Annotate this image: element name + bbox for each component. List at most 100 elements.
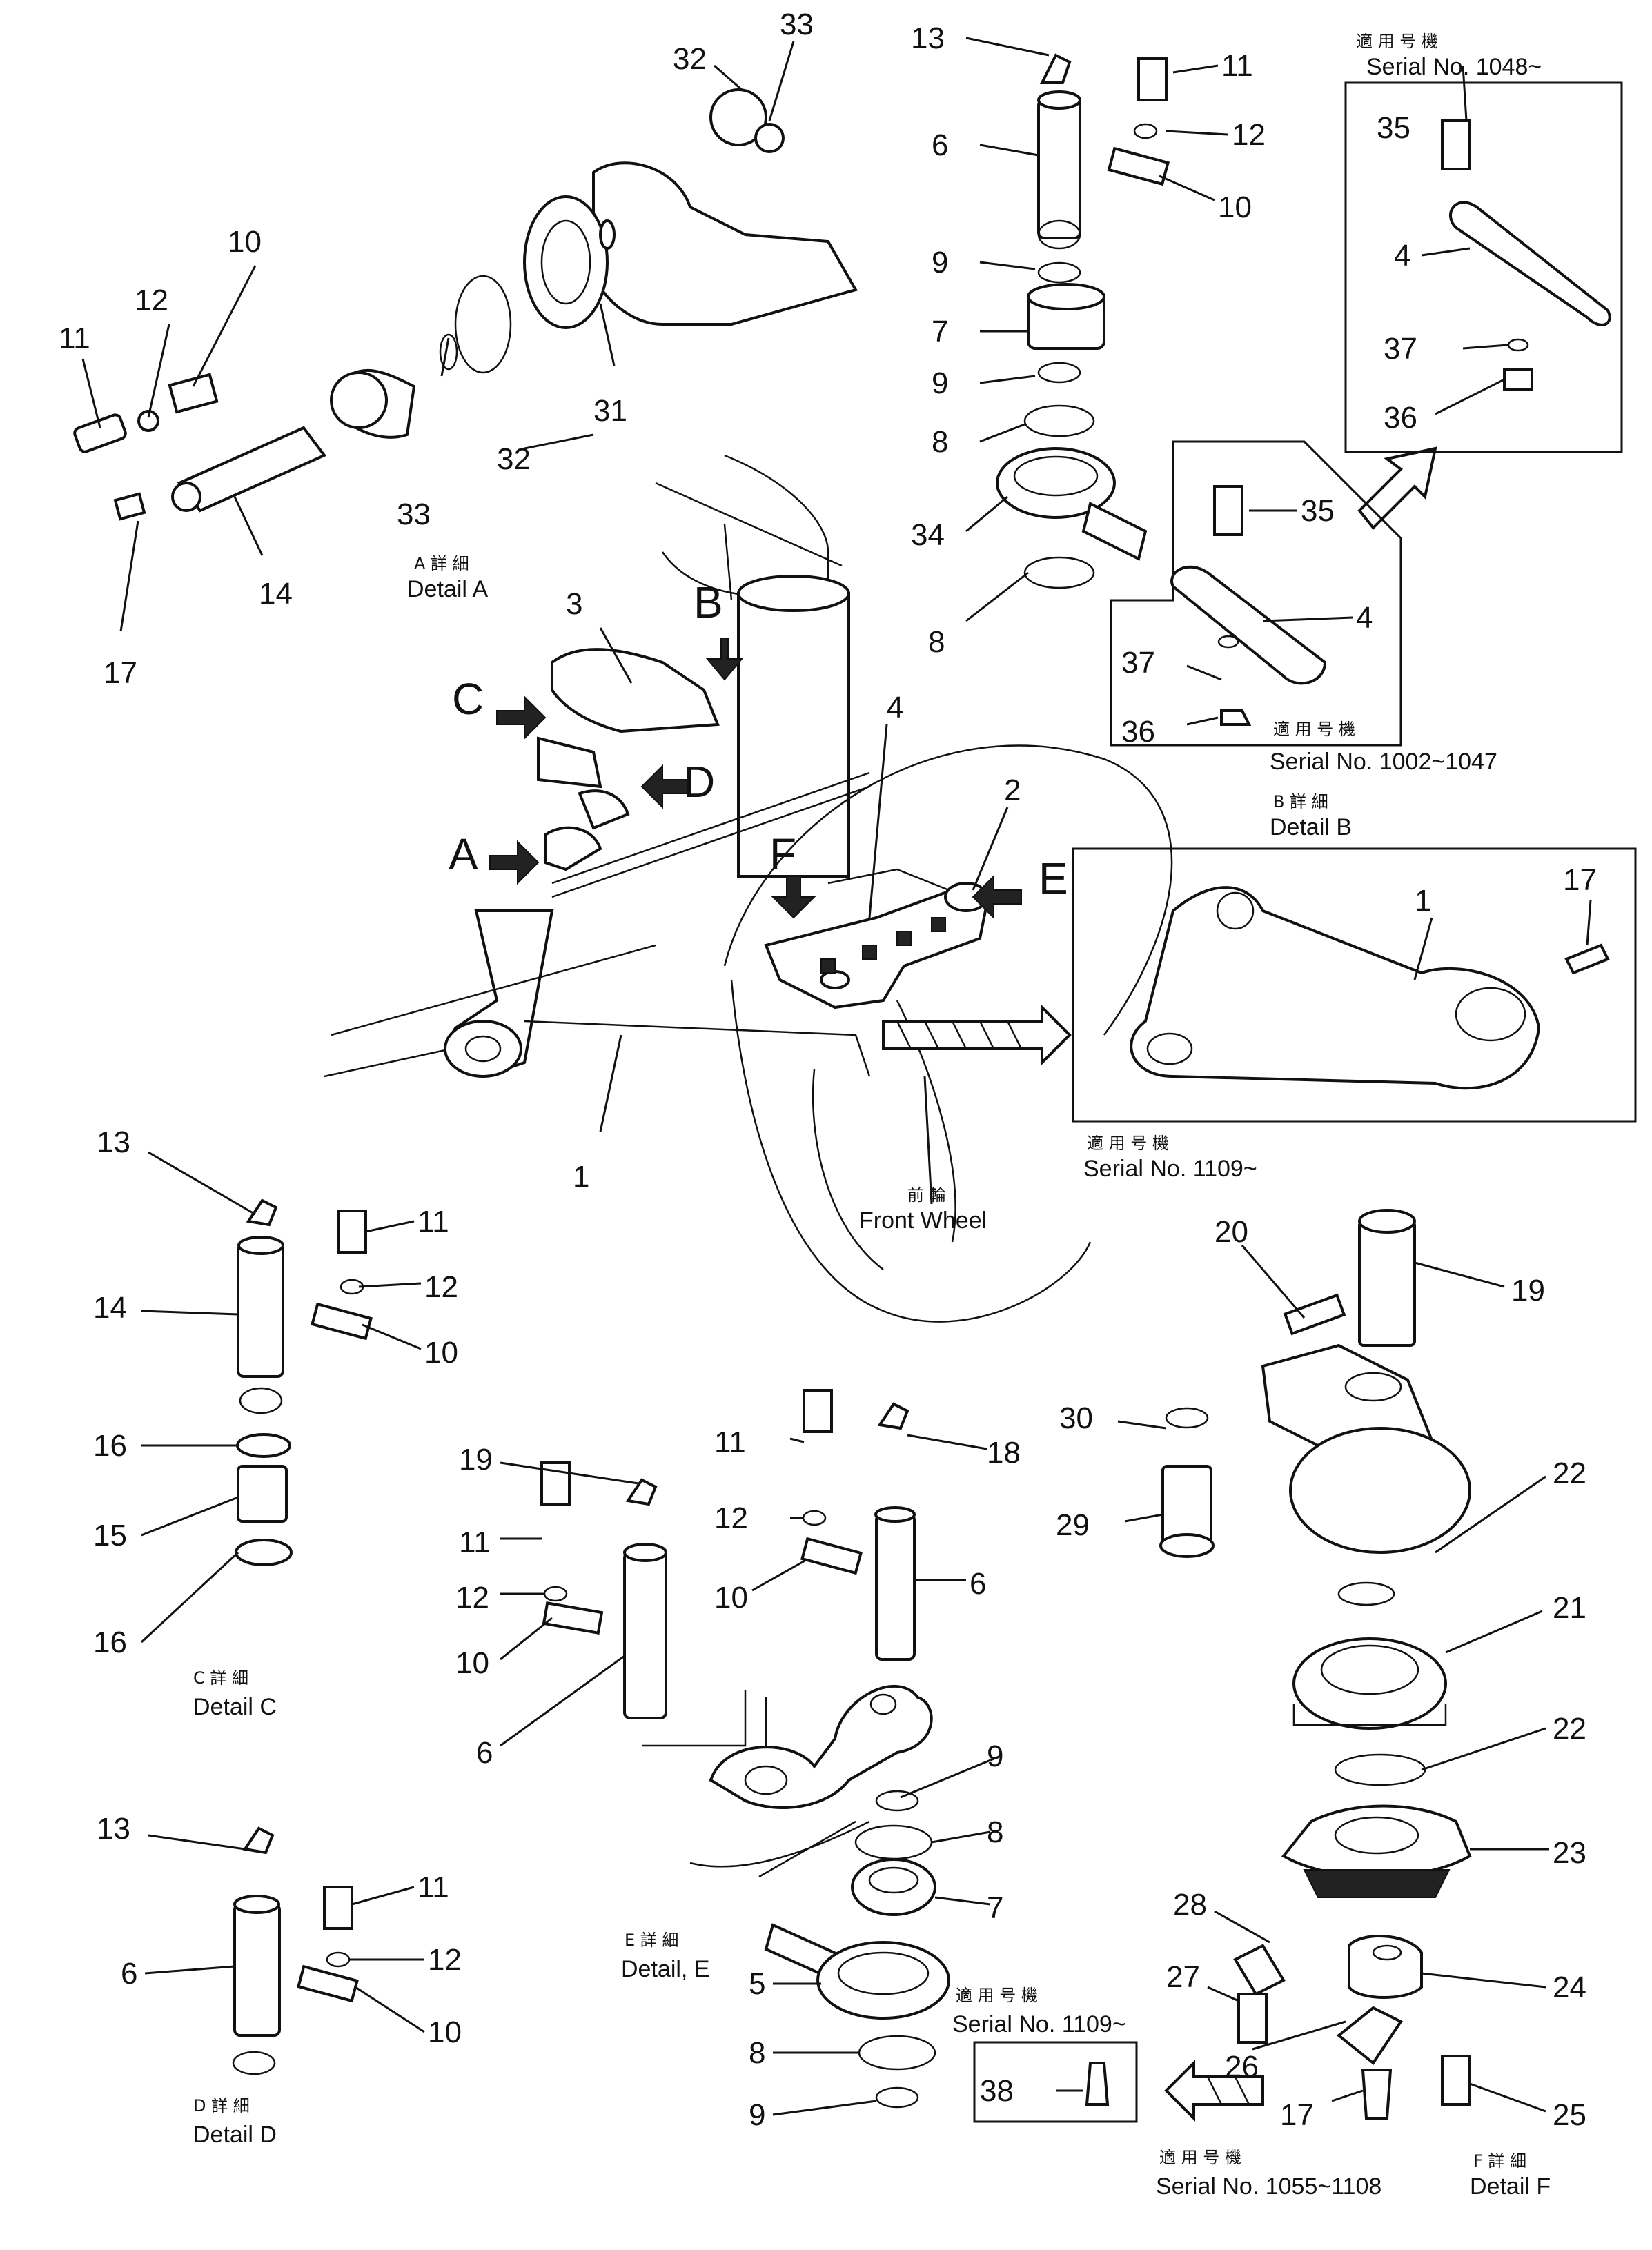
detail-b-jp: B 詳 細 xyxy=(1273,792,1328,811)
callout-19: 19 xyxy=(1511,1274,1545,1307)
detail-e-drawing xyxy=(540,1389,950,2109)
callout-34: 34 xyxy=(911,518,945,552)
callout-20: 20 xyxy=(1215,1215,1248,1249)
pin-stack-top xyxy=(996,53,1170,589)
callout-25: 25 xyxy=(1553,2098,1586,2132)
callout-11: 11 xyxy=(1221,49,1253,83)
callout-7: 7 xyxy=(932,315,948,348)
callout-5: 5 xyxy=(749,1967,765,2001)
serial-1002-jp: 適 用 号 機 xyxy=(1273,720,1355,739)
callout-21: 21 xyxy=(1553,1591,1586,1625)
callout-11: 11 xyxy=(59,322,90,355)
detail-a-en: Detail A xyxy=(407,576,488,602)
callout-16: 16 xyxy=(93,1626,127,1659)
arm-1109-box xyxy=(1072,847,1637,1123)
main-assembly-drawing xyxy=(324,454,1173,1323)
callout-10: 10 xyxy=(228,225,262,259)
callout-10: 10 xyxy=(428,2015,462,2049)
front-wheel-jp: 前 輪 xyxy=(907,1185,946,1205)
callout-15: 15 xyxy=(93,1519,127,1552)
callout-37: 37 xyxy=(1121,646,1155,680)
callout-6: 6 xyxy=(476,1736,493,1770)
callout-8: 8 xyxy=(987,1815,1003,1849)
callout-35: 35 xyxy=(1377,111,1410,145)
callout-11: 11 xyxy=(714,1425,746,1459)
callout-37: 37 xyxy=(1384,332,1417,366)
callout-14: 14 xyxy=(93,1291,127,1325)
serial-1109-arm-en: Serial No. 1109~ xyxy=(1083,1156,1257,1182)
callout-10: 10 xyxy=(455,1646,489,1680)
callout-23: 23 xyxy=(1553,1836,1586,1870)
callout-7: 7 xyxy=(987,1891,1003,1925)
captions: A 詳 細 Detail A 適 用 号 機 Serial No. 1048~ … xyxy=(193,32,1551,2200)
detail-d-drawing xyxy=(232,1826,359,2075)
callout-9: 9 xyxy=(987,1739,1003,1773)
callout-10: 10 xyxy=(714,1581,748,1615)
callout-13: 13 xyxy=(911,21,945,55)
callout-17: 17 xyxy=(1280,2098,1314,2132)
callout-32: 32 xyxy=(497,442,531,476)
callout-22: 22 xyxy=(1553,1457,1586,1490)
callout-36: 36 xyxy=(1121,715,1155,749)
callout-36: 36 xyxy=(1384,401,1417,435)
detail-f-en: Detail F xyxy=(1470,2173,1551,2200)
callout-35: 35 xyxy=(1301,494,1335,528)
callout-30: 30 xyxy=(1059,1401,1093,1435)
leader-lines xyxy=(81,37,1592,2116)
callout-38: 38 xyxy=(980,2074,1014,2108)
detail-c-en: Detail C xyxy=(193,1694,277,1720)
callout-12: 12 xyxy=(424,1270,458,1304)
callout-26: 26 xyxy=(1225,2050,1259,2084)
callout-8: 8 xyxy=(932,425,948,459)
serial-1048-jp: 適 用 号 機 xyxy=(1356,32,1438,51)
grease-fitting-1109-box xyxy=(973,2041,1138,2123)
serial-1109-arm-jp: 適 用 号 機 xyxy=(1087,1134,1169,1153)
callout-22: 22 xyxy=(1553,1712,1586,1746)
callout-9: 9 xyxy=(932,366,948,400)
callout-6: 6 xyxy=(970,1567,986,1601)
serial-1109-fitting-jp: 適 用 号 機 xyxy=(956,1986,1038,2005)
serial-1048-en: Serial No. 1048~ xyxy=(1366,54,1542,80)
callout-12: 12 xyxy=(428,1943,462,1977)
callout-16: 16 xyxy=(93,1429,127,1463)
callout-11: 11 xyxy=(417,1871,449,1904)
callout-33: 33 xyxy=(780,8,814,41)
callout-4: 4 xyxy=(1356,601,1373,635)
callout-4: 4 xyxy=(1394,239,1410,273)
callout-12: 12 xyxy=(714,1501,748,1535)
front-wheel-en: Front Wheel xyxy=(859,1207,987,1234)
detail-d-jp: D 詳 細 xyxy=(193,2096,250,2115)
callout-3: 3 xyxy=(566,587,582,621)
callout-13: 13 xyxy=(97,1812,130,1846)
serial-1002-en: Serial No. 1002~1047 xyxy=(1270,749,1497,775)
callout-6: 6 xyxy=(121,1957,137,1991)
callout-31: 31 xyxy=(593,394,627,428)
detail-b-en: Detail B xyxy=(1270,814,1352,840)
callout-17: 17 xyxy=(1563,863,1597,897)
serial-1055-jp: 適 用 号 機 xyxy=(1159,2148,1241,2167)
callout-4: 4 xyxy=(887,691,903,724)
view-arrows xyxy=(489,638,1022,920)
detail-c-jp: C 詳 細 xyxy=(193,1668,248,1688)
callout-10: 10 xyxy=(424,1336,458,1370)
callout-8: 8 xyxy=(749,2036,765,2070)
view-letter-c: C xyxy=(452,674,484,724)
view-letter-f: F xyxy=(769,829,796,879)
callout-2: 2 xyxy=(1004,773,1021,807)
callout-32: 32 xyxy=(673,42,707,76)
callout-28: 28 xyxy=(1173,1888,1207,1922)
view-letter-d: D xyxy=(683,757,715,807)
callout-9: 9 xyxy=(932,246,948,279)
callout-12: 12 xyxy=(135,284,168,317)
callout-33: 33 xyxy=(397,497,431,531)
callout-11: 11 xyxy=(417,1205,449,1239)
serial-1109-fitting-en: Serial No. 1109~ xyxy=(952,2011,1126,2037)
callout-12: 12 xyxy=(1232,118,1266,152)
callout-17: 17 xyxy=(104,656,137,690)
callout-10: 10 xyxy=(1218,190,1252,224)
detail-f-jp: F 詳 細 xyxy=(1473,2151,1526,2171)
detail-a-drawing xyxy=(73,88,858,521)
callout-11: 11 xyxy=(459,1526,491,1559)
hatched-arrows xyxy=(882,446,1437,2122)
detail-e-jp: E 詳 細 xyxy=(625,1931,678,1950)
